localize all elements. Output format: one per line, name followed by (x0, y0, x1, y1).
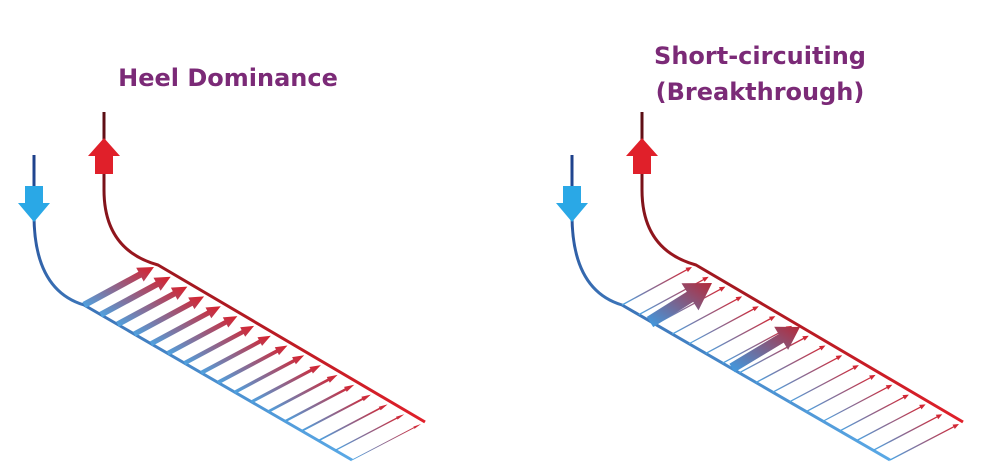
flow-arrow (166, 316, 238, 356)
flow-arrow (822, 384, 893, 422)
flow-arrow (183, 325, 255, 366)
flow-arrow (755, 345, 826, 384)
flow-arrow (839, 394, 909, 432)
flow-arrow (334, 414, 405, 451)
flow-arrow (621, 267, 692, 306)
flow-arrow (789, 365, 859, 403)
breakthrough-arrow (646, 283, 712, 328)
flow-arrows-left (82, 267, 421, 461)
flow-arrow (856, 404, 926, 442)
short-circuiting-title-line2: (Breakthrough) (655, 78, 865, 106)
flow-arrow (351, 424, 421, 461)
heel-dominance-title-text: Heel Dominance (118, 64, 338, 92)
flow-arrow (889, 424, 959, 461)
up-arrow-icon (626, 138, 658, 174)
flow-arrow (284, 384, 355, 423)
flow-arrow (234, 355, 305, 394)
flow-arrow (688, 306, 759, 345)
flow-arrow (805, 374, 876, 413)
flow-arrow (82, 267, 154, 308)
down-arrow-icon (556, 186, 588, 222)
flow-arrow (738, 335, 809, 374)
heel-dominance-panel (18, 112, 426, 462)
injector-well-right (570, 155, 891, 462)
flow-arrow (655, 286, 726, 325)
flow-arrow (671, 296, 743, 335)
flow-arrow (267, 374, 338, 413)
producer-well-right (640, 112, 964, 424)
flow-arrow (318, 404, 388, 442)
breakthrough-arrow (729, 326, 800, 373)
flow-arrow (722, 325, 793, 364)
up-arrow-icon (88, 138, 120, 174)
flow-arrow (250, 365, 321, 404)
flow-arrow (705, 316, 776, 354)
short-circuiting-panel (556, 112, 964, 462)
producer-well-left (102, 112, 426, 424)
flow-arrows-right (621, 267, 959, 461)
flow-arrow (772, 355, 843, 393)
flow-arrow (116, 286, 188, 327)
injector-well-left (32, 155, 353, 462)
flow-arrow (200, 335, 271, 375)
flow-arrow (217, 345, 288, 385)
down-arrow-icon (18, 186, 50, 222)
flow-arrow (99, 276, 171, 318)
short-circuiting-title-line1: Short-circuiting (654, 42, 866, 70)
flow-arrow (149, 306, 221, 346)
flow-arrow (872, 414, 943, 451)
flow-arrow (133, 296, 205, 337)
flow-arrow (301, 394, 371, 432)
heel-dominance-title: Heel Dominance (108, 60, 348, 96)
short-circuiting-title: Short-circuiting (Breakthrough) (620, 38, 900, 110)
